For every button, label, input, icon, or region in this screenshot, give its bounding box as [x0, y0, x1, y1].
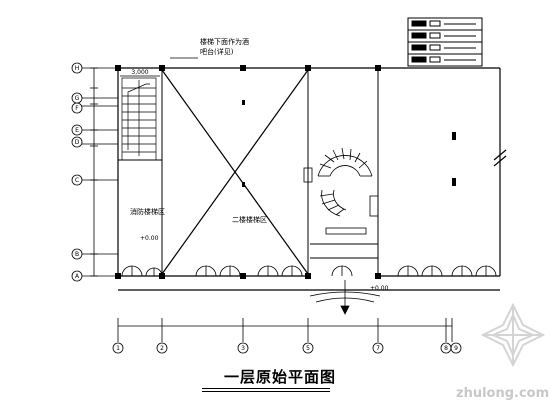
spiral-stair — [303, 147, 379, 235]
axis-bubble-G: G — [71, 92, 83, 104]
entrance-steps — [309, 280, 381, 315]
stair-note: 楼梯下面作为酒 吧台(详见) — [170, 37, 249, 59]
title-underline-2 — [202, 391, 330, 392]
axis-bubble-F: F — [71, 102, 83, 114]
bottom-doors — [121, 265, 497, 277]
axis-bubble-E: E — [71, 124, 83, 136]
row-axis-bubbles: H G F E D C B A — [71, 62, 83, 282]
left-dimension-line — [80, 67, 118, 277]
svg-text:A: A — [75, 273, 80, 280]
svg-text:楼梯下面作为酒: 楼梯下面作为酒 — [200, 37, 249, 46]
svg-text:2: 2 — [160, 345, 164, 352]
svg-text:B: B — [75, 251, 79, 258]
axis-bubble-C: C — [71, 174, 83, 186]
void-cross — [161, 69, 309, 275]
svg-text:8: 8 — [444, 345, 448, 352]
center-room-label: 二楼楼梯区 — [232, 215, 267, 224]
watermark-text: zhulong.com — [456, 386, 550, 401]
drawing-title: 一层原始平面图 — [223, 368, 336, 386]
axis-bubble-B: B — [71, 248, 83, 260]
svg-text:G: G — [75, 95, 80, 102]
left-room-label: 消防楼梯区 — [130, 207, 165, 216]
axis-bubble-1: 1 — [112, 342, 124, 354]
axis-bubble-2: 2 — [156, 342, 168, 354]
axis-bubble-5: 5 — [302, 342, 314, 354]
structural-columns — [115, 65, 456, 279]
axis-bubble-A: A — [71, 270, 83, 282]
interior-walls — [118, 68, 379, 276]
axis-bubble-H: H — [71, 62, 83, 74]
axis-bubble-D: D — [71, 136, 83, 148]
axis-bubble-3: 3 — [237, 342, 249, 354]
svg-text:F: F — [75, 105, 79, 112]
fire-stair — [120, 75, 160, 161]
svg-text:E: E — [75, 127, 79, 134]
axis-bubble-7: 7 — [372, 342, 384, 354]
right-level-mark: +0.00 — [370, 285, 389, 292]
bottom-dimension-line — [117, 318, 453, 342]
stair-width-label: 3,000 — [131, 69, 148, 76]
svg-text:9: 9 — [454, 345, 458, 352]
legend-table — [407, 17, 483, 67]
svg-text:吧台(详见): 吧台(详见) — [200, 47, 234, 56]
svg-text:5: 5 — [306, 345, 310, 352]
axis-bubble-9: 9 — [450, 342, 462, 354]
svg-text:D: D — [75, 139, 80, 146]
svg-text:7: 7 — [376, 345, 380, 352]
outer-walls — [117, 67, 507, 291]
svg-text:H: H — [75, 65, 80, 72]
svg-text:3: 3 — [241, 345, 245, 352]
title-underline — [202, 388, 330, 389]
axis-bubble-8: 8 — [440, 342, 452, 354]
column-axis-bubbles: 1 2 3 5 7 8 9 — [112, 342, 462, 354]
zhulong-logo-icon — [480, 302, 546, 368]
left-level-mark: +0.00 — [140, 235, 159, 242]
svg-text:C: C — [75, 177, 79, 184]
svg-text:1: 1 — [116, 345, 120, 352]
